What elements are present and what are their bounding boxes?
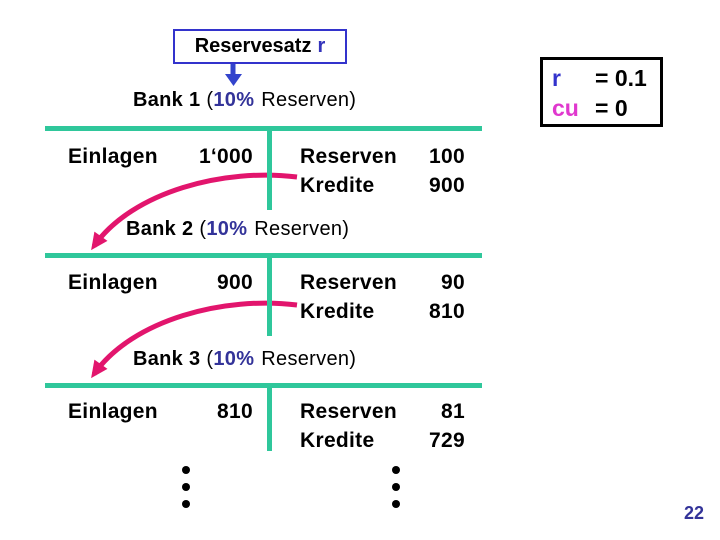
bank1-reserve-rate: 10% — [213, 89, 255, 111]
bank2-reserves-row: Reserven 90 — [300, 271, 465, 295]
bank2-reserve-rate: 10% — [206, 218, 248, 240]
bank1-taccount-topline — [45, 126, 482, 131]
param-cu-name: cu — [552, 95, 579, 121]
bank1-deposits-row: Einlagen 1‘000 — [68, 145, 253, 169]
reserves-label: Reserven — [300, 271, 397, 294]
dot — [392, 483, 400, 491]
deposit-label: Einlagen — [68, 400, 158, 423]
dot — [182, 466, 190, 474]
reservesatz-label: Reservesatz — [194, 35, 312, 57]
bank3-deposits-row: Einlagen 810 — [68, 400, 253, 424]
bank3-header: Bank 3(10% Reserven) — [133, 348, 356, 371]
reserves-value: 100 — [429, 145, 465, 168]
deposit-value: 1‘000 — [198, 145, 253, 168]
bank3-credits-row: Kredite 729 — [300, 429, 465, 453]
bank2-header: Bank 2(10% Reserven) — [126, 218, 349, 241]
reserves-value: 81 — [441, 400, 465, 423]
bank3-header-rest: Reserven) — [261, 348, 357, 370]
paren: ( — [206, 89, 214, 111]
param-r-name: r — [552, 65, 561, 91]
bank3-name: Bank 3 — [133, 348, 201, 370]
bank1-taccount-divider — [267, 126, 272, 210]
ellipsis-dots-right-icon — [392, 466, 400, 508]
bank3-reserves-row: Reserven 81 — [300, 400, 465, 424]
paren: ( — [206, 348, 214, 370]
param-cu-value: = 0 — [595, 95, 628, 121]
bank3-taccount-topline — [45, 383, 482, 388]
param-row-cu: cu = 0 — [552, 93, 660, 123]
credits-label: Kredite — [300, 174, 375, 197]
deposit-label: Einlagen — [68, 145, 158, 168]
credits-value: 810 — [429, 300, 465, 323]
bank1-credits-row: Kredite 900 — [300, 174, 465, 198]
credits-value: 900 — [429, 174, 465, 197]
dot — [392, 466, 400, 474]
bank2-taccount-topline — [45, 253, 482, 258]
param-row-r: r = 0.1 — [552, 63, 660, 93]
reservesatz-box: Reservesatz r — [173, 29, 347, 64]
bank1-header-rest: Reserven) — [261, 89, 357, 111]
params-box: r = 0.1 cu = 0 — [540, 57, 663, 127]
deposit-label: Einlagen — [68, 271, 158, 294]
dot — [182, 500, 190, 508]
bank2-taccount-divider — [267, 253, 272, 336]
bank3-reserve-rate: 10% — [213, 348, 255, 370]
dot — [182, 483, 190, 491]
param-r-value: = 0.1 — [595, 65, 647, 91]
deposit-value: 810 — [217, 400, 253, 423]
ellipsis-dots-left-icon — [182, 466, 190, 508]
bank2-name: Bank 2 — [126, 218, 194, 240]
credits-value: 729 — [429, 429, 465, 452]
bank2-header-rest: Reserven) — [254, 218, 350, 240]
reservesatz-var: r — [317, 35, 326, 57]
bank1-reserves-row: Reserven 100 — [300, 145, 465, 169]
bank1-name: Bank 1 — [133, 89, 201, 111]
deposit-value: 900 — [217, 271, 253, 294]
bank1-header: Bank 1(10% Reserven) — [133, 89, 356, 112]
bank2-credits-row: Kredite 810 — [300, 300, 465, 324]
page-number: 22 — [684, 503, 705, 523]
bank2-deposits-row: Einlagen 900 — [68, 271, 253, 295]
paren: ( — [199, 218, 207, 240]
dot — [392, 500, 400, 508]
bank3-taccount-divider — [267, 383, 272, 451]
reserves-value: 90 — [441, 271, 465, 294]
reserves-label: Reserven — [300, 145, 397, 168]
credits-label: Kredite — [300, 300, 375, 323]
reserves-label: Reserven — [300, 400, 397, 423]
credits-label: Kredite — [300, 429, 375, 452]
down-arrow-icon — [225, 61, 242, 86]
